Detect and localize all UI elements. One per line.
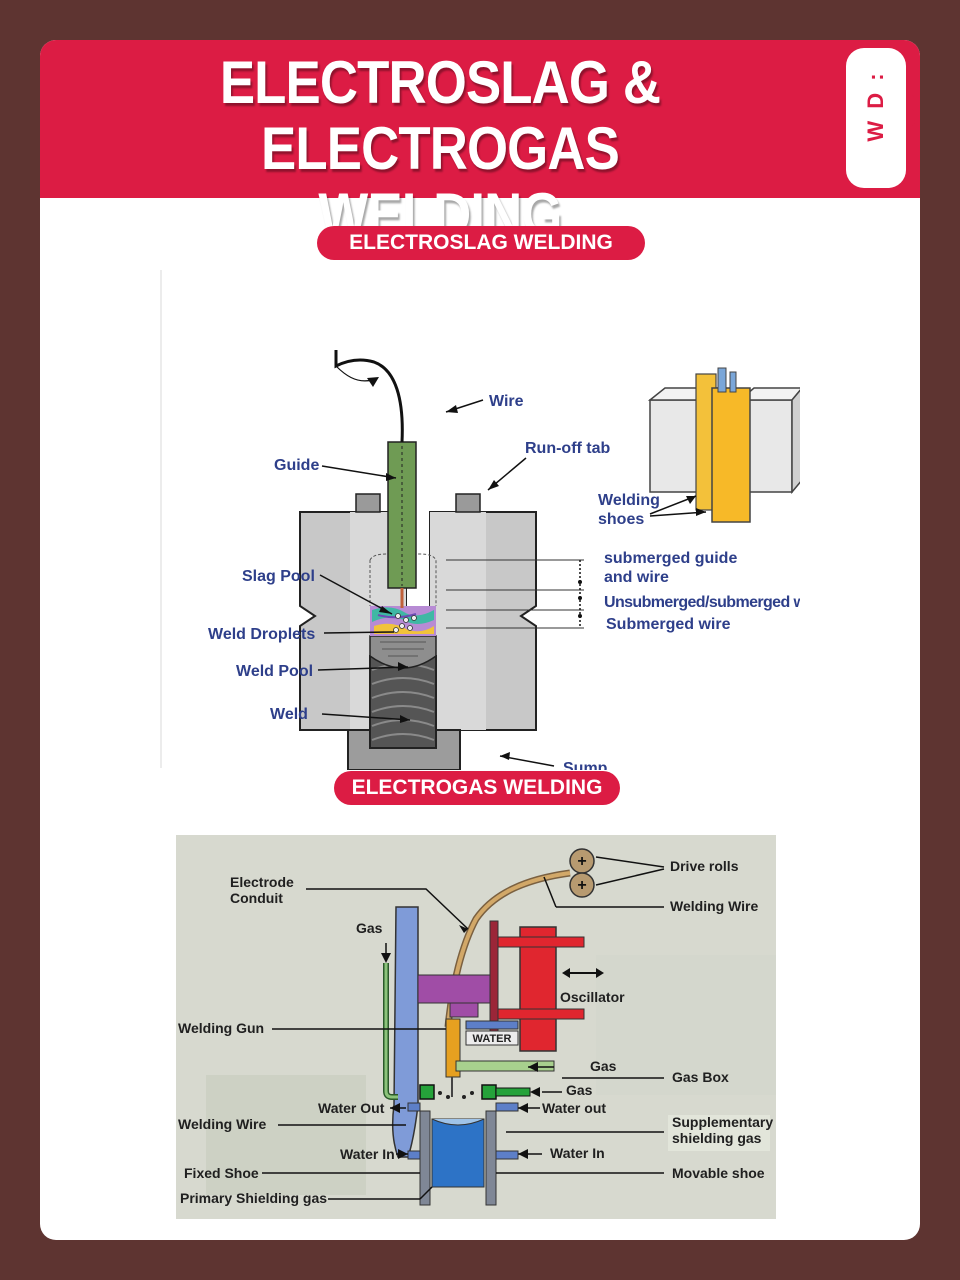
label-gas-mid: Gas: [590, 1058, 617, 1074]
oscillator-arm: [417, 974, 497, 1004]
poster-header: ELECTROSLAG & ELECTROGAS WELDING W D : 0…: [40, 40, 920, 248]
label-guide: Guide: [274, 457, 319, 474]
label-unsubmerged: Unsubmerged/submerged wire: [604, 594, 800, 611]
weld-pool-blue: [431, 1118, 485, 1188]
gas-box: [455, 1060, 555, 1072]
label-fixed-shoe: Fixed Shoe: [184, 1165, 259, 1181]
poster-card: ELECTROSLAG & ELECTROGAS WELDING W D : 0…: [40, 40, 920, 1240]
run-off-tab-left: [355, 493, 381, 513]
label-electrode-conduit-1: Electrode: [230, 874, 294, 890]
label-weld: Weld: [270, 706, 308, 723]
welding-shoes-inset: [647, 367, 800, 523]
code-badge: W D : 011: [846, 48, 920, 188]
oscillator: [519, 926, 557, 1052]
label-weld-droplets: Weld Droplets: [208, 626, 315, 643]
label-gas-low: Gas: [566, 1082, 593, 1098]
label-electrode-conduit-2: Conduit: [230, 890, 283, 906]
label-supplementary-1: Supplementary: [672, 1114, 773, 1130]
label-oscillator: Oscillator: [560, 989, 625, 1005]
electroslag-diagram: Wire Run-off tab Guide Welding shoes sub…: [160, 270, 800, 770]
drive-rolls: + +: [569, 848, 595, 898]
label-welding-gun: Welding Gun: [178, 1020, 264, 1036]
weld-pool: [369, 635, 437, 669]
svg-text:+: +: [577, 853, 586, 870]
poster-title: ELECTROSLAG & ELECTROGAS WELDING: [88, 50, 792, 248]
label-welding-wire-left: Welding Wire: [178, 1116, 267, 1132]
label-gas-top: Gas: [356, 920, 383, 936]
label-primary-shielding-gas: Primary Shielding gas: [180, 1190, 327, 1206]
label-submerged-guide-1: submerged guide: [604, 550, 737, 567]
water-box-label: WATER: [473, 1033, 512, 1045]
label-welding-wire-top: Welding Wire: [670, 898, 759, 914]
label-water-in-left: Water In: [340, 1146, 395, 1162]
label-welding-shoes-1: Welding: [598, 492, 660, 509]
electrogas-section-title: ELECTROGAS WELDING: [334, 771, 620, 805]
wire: [334, 350, 404, 443]
label-water-out-left: Water Out: [318, 1100, 385, 1116]
label-submerged-wire: Submerged wire: [606, 616, 731, 633]
welding-gun-body: [391, 906, 419, 1158]
label-weld-pool: Weld Pool: [236, 663, 313, 680]
label-gas-box: Gas Box: [672, 1069, 729, 1085]
label-slag-pool: Slag Pool: [242, 568, 315, 585]
label-movable-shoe: Movable shoe: [672, 1165, 765, 1181]
svg-text:+: +: [577, 877, 586, 894]
title-line-1: ELECTROSLAG & ELECTROGAS: [219, 49, 661, 182]
label-run-off-tab: Run-off tab: [525, 440, 611, 457]
label-wire: Wire: [489, 393, 524, 410]
code-text: W D : 011: [863, 70, 920, 142]
label-water-out-right: Water out: [542, 1100, 606, 1116]
run-off-tab-right: [455, 493, 481, 513]
label-submerged-guide-2: and wire: [604, 569, 669, 586]
label-supplementary-2: shielding gas: [672, 1130, 762, 1146]
label-welding-shoes-2: shoes: [598, 511, 644, 528]
electrogas-diagram: + + WATER: [176, 835, 776, 1219]
label-drive-rolls: Drive rolls: [670, 858, 739, 874]
label-sump: Sump: [563, 760, 608, 770]
electroslag-section-title: ELECTROSLAG WELDING: [317, 226, 645, 260]
label-water-in-right: Water In: [550, 1145, 605, 1161]
